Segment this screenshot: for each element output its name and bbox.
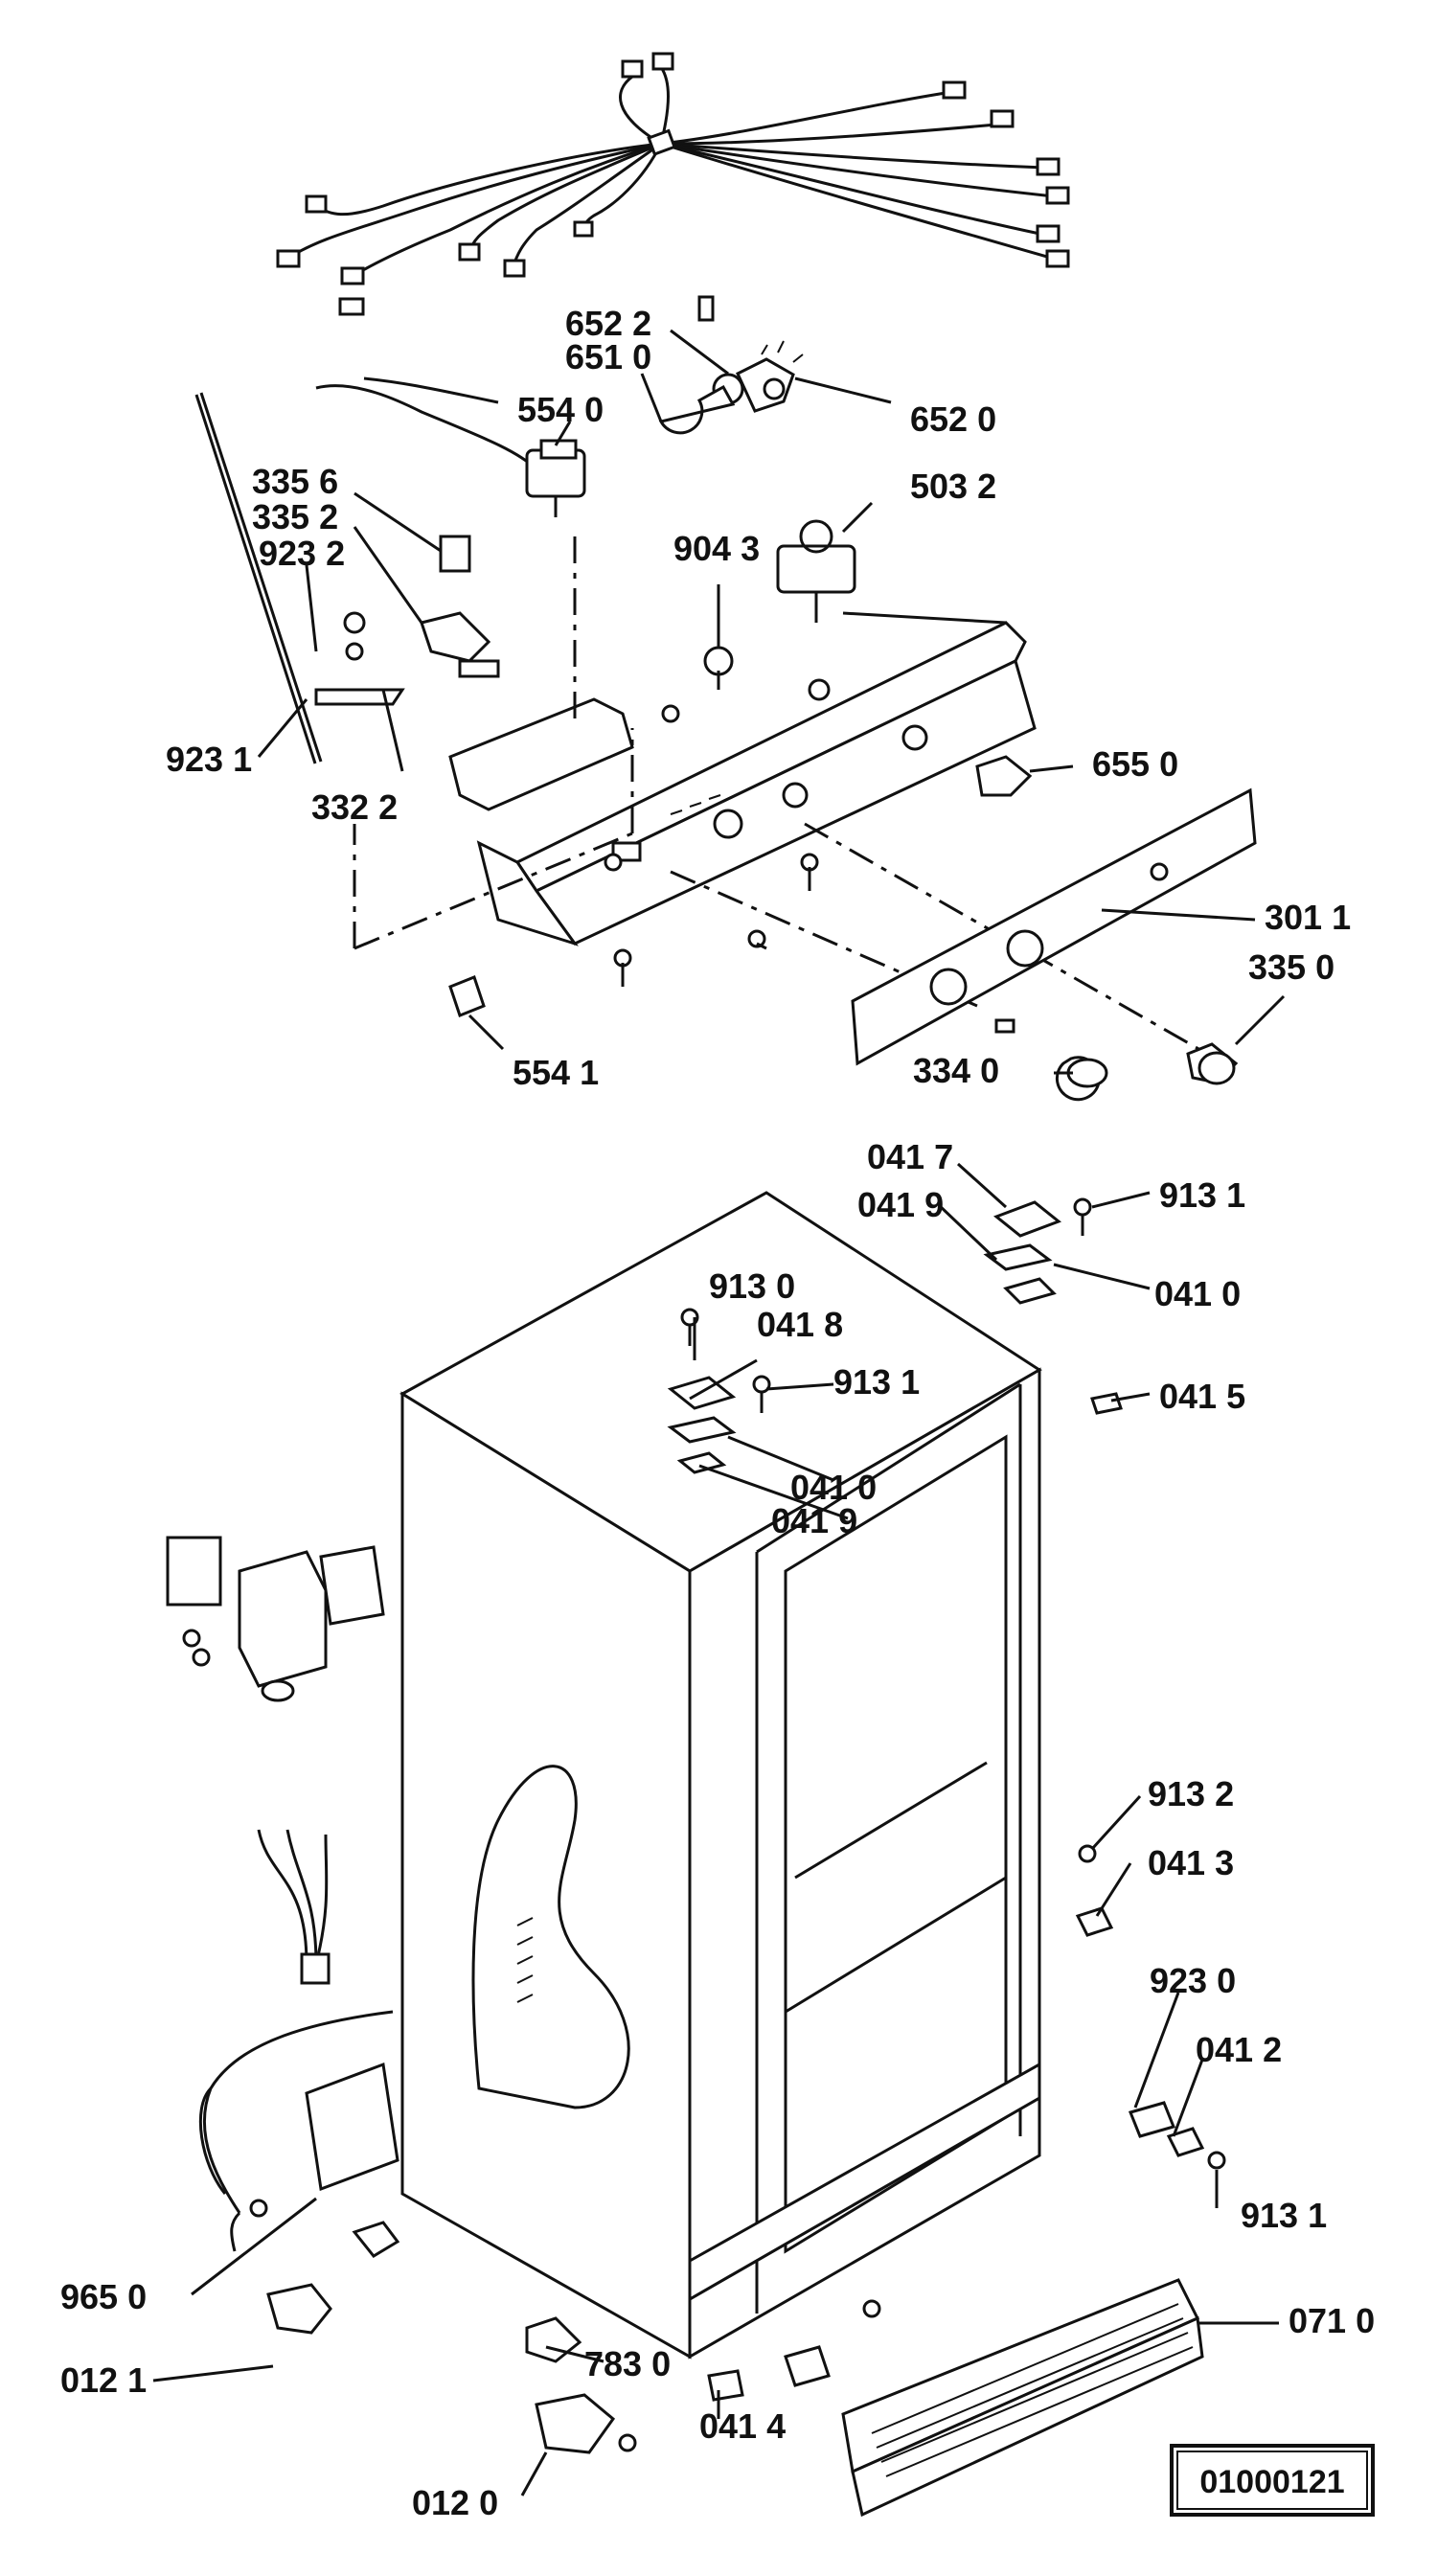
side-components-upper xyxy=(166,1536,385,1702)
front-panel-301-1 xyxy=(851,787,1257,1066)
callout-041-2: 041 2 xyxy=(1196,2030,1282,2069)
wire-connectors xyxy=(276,52,1070,322)
callout-335-0: 335 0 xyxy=(1248,947,1334,987)
callout-652-0: 652 0 xyxy=(910,399,996,439)
side-components-lower xyxy=(249,1844,1226,2454)
lamp-assembly xyxy=(658,340,804,435)
callout-labels: 652 2 651 0 652 0 554 0 335 6 335 2 923 … xyxy=(60,304,1375,2522)
clip-655-0 xyxy=(975,755,1033,797)
callout-913-1-bottom: 913 1 xyxy=(1241,2196,1327,2235)
wiring-loom-lower xyxy=(198,1829,394,2252)
callout-651-0: 651 0 xyxy=(565,337,651,376)
drawing-code-box: 01000121 xyxy=(1170,2444,1375,2517)
callout-965-0: 965 0 xyxy=(60,2277,147,2316)
control-rod xyxy=(199,392,323,763)
callout-041-0-mid: 041 0 xyxy=(790,1468,877,1507)
callout-332-2: 332 2 xyxy=(311,787,398,827)
drawing-code: 01000121 xyxy=(1199,2464,1344,2500)
callout-012-1: 012 1 xyxy=(60,2360,147,2400)
thermostat-554-0 xyxy=(315,376,586,517)
callout-335-6: 335 6 xyxy=(252,462,338,501)
clip-554-1 xyxy=(448,975,486,1017)
callout-913-2: 913 2 xyxy=(1148,1774,1234,1813)
callout-923-0: 923 0 xyxy=(1150,1961,1236,2000)
grille-071-0 xyxy=(841,2278,1204,2518)
callout-041-5: 041 5 xyxy=(1159,1377,1245,1416)
cabinet xyxy=(399,1191,1042,2359)
screws-top xyxy=(604,646,819,987)
mounting-plate xyxy=(448,697,634,811)
callout-913-0: 913 0 xyxy=(709,1266,795,1306)
callout-923-1: 923 1 xyxy=(166,740,252,779)
callout-904-3: 904 3 xyxy=(673,529,760,568)
callout-012-0: 012 0 xyxy=(412,2483,498,2522)
knob-parts-left xyxy=(314,535,500,706)
callout-913-1-mid: 913 1 xyxy=(833,1362,920,1402)
callout-041-4: 041 4 xyxy=(699,2406,786,2446)
hinges-top xyxy=(667,1197,1123,1474)
callout-334-0: 334 0 xyxy=(913,1051,999,1090)
callout-335-2: 335 2 xyxy=(252,497,338,536)
callout-655-0: 655 0 xyxy=(1092,744,1178,784)
callout-041-9-top: 041 9 xyxy=(857,1185,944,1224)
callout-503-2: 503 2 xyxy=(910,467,996,506)
callout-041-7: 041 7 xyxy=(867,1137,953,1176)
leader-lines xyxy=(152,329,1286,2496)
callout-041-3: 041 3 xyxy=(1148,1843,1234,1882)
wire-harness xyxy=(286,66,1055,280)
callout-913-1-top: 913 1 xyxy=(1159,1175,1245,1215)
callout-652-2: 652 2 xyxy=(565,304,651,343)
timer-503-2 xyxy=(776,519,856,623)
callout-041-9-mid: 041 9 xyxy=(771,1501,857,1540)
callout-301-1: 301 1 xyxy=(1265,898,1351,937)
callout-071-0: 071 0 xyxy=(1289,2301,1375,2340)
control-housing xyxy=(476,611,1037,946)
callout-783-0: 783 0 xyxy=(584,2344,671,2383)
knobs xyxy=(994,1018,1239,1102)
callout-923-2: 923 2 xyxy=(259,534,345,573)
callout-041-8: 041 8 xyxy=(757,1305,843,1344)
callout-554-1: 554 1 xyxy=(513,1053,599,1092)
callout-041-0-top: 041 0 xyxy=(1154,1274,1241,1313)
callout-554-0: 554 0 xyxy=(517,390,604,429)
